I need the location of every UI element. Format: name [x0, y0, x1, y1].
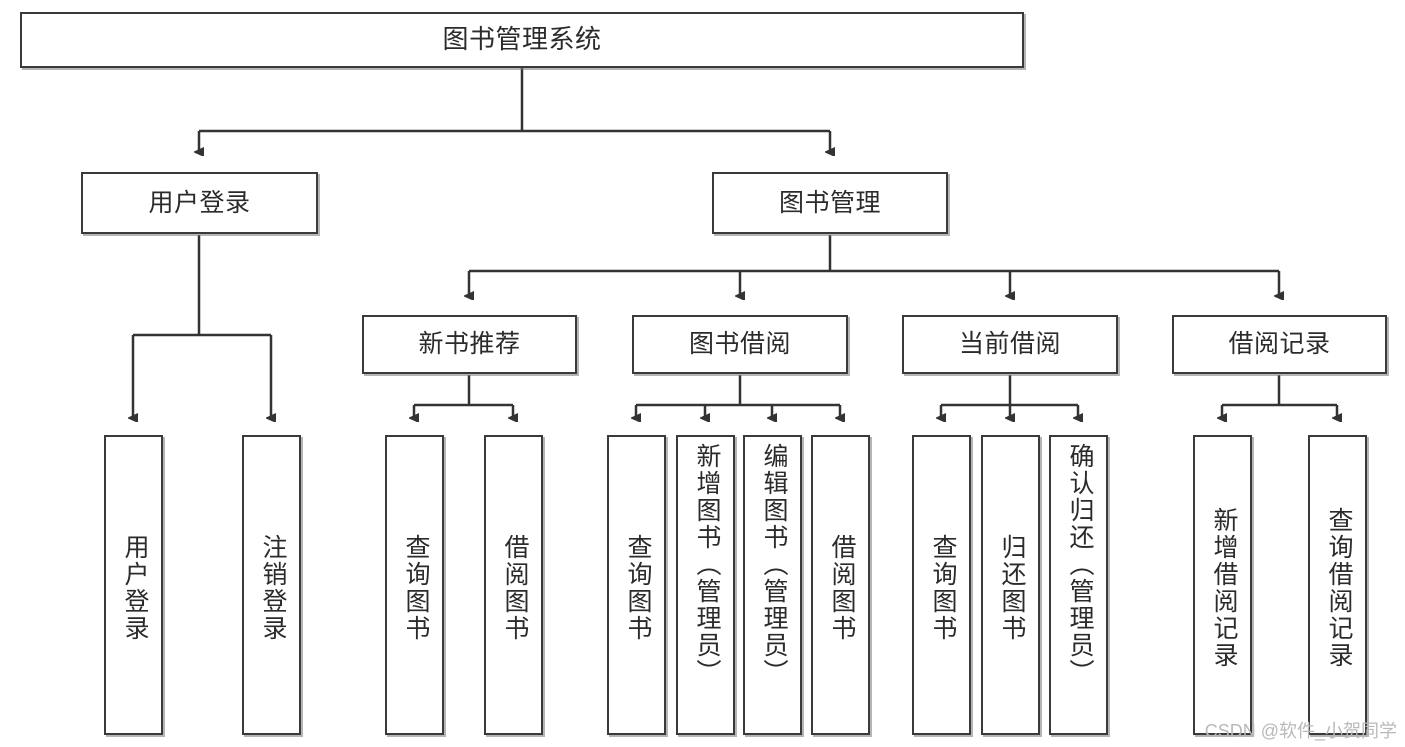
node-label: 用户登录 — [121, 534, 149, 642]
node-label: 查询图书 — [402, 534, 430, 642]
node-new-book-recommend[interactable]: 新书推荐 — [362, 315, 577, 374]
leaf-borrow-add-book-admin[interactable]: 新增图书（管理员） — [676, 435, 735, 735]
node-current-borrow[interactable]: 当前借阅 — [902, 315, 1118, 374]
node-root-system[interactable]: 图书管理系统 — [20, 12, 1024, 68]
node-label: 借阅记录 — [1228, 330, 1331, 359]
leaf-user-login-signout[interactable]: 注销登录 — [242, 435, 301, 735]
node-label: 图书管理系统 — [442, 24, 602, 55]
node-label: 当前借阅 — [958, 330, 1061, 359]
node-label: 编辑图书（管理员） — [760, 443, 788, 686]
node-user-login[interactable]: 用户登录 — [81, 172, 318, 234]
leaf-current-return-book[interactable]: 归还图书 — [981, 435, 1040, 735]
leaf-new-book-query[interactable]: 查询图书 — [385, 435, 444, 735]
node-label: 用户登录 — [148, 188, 251, 217]
node-borrow-record[interactable]: 借阅记录 — [1172, 315, 1387, 374]
node-label: 借阅图书 — [501, 534, 529, 642]
leaf-borrow-query-book[interactable]: 查询图书 — [607, 435, 666, 735]
node-label: 查询图书 — [929, 534, 957, 642]
leaf-new-book-borrow[interactable]: 借阅图书 — [484, 435, 543, 735]
leaf-record-query-record[interactable]: 查询借阅记录 — [1308, 435, 1367, 735]
leaf-user-login-signin[interactable]: 用户登录 — [104, 435, 163, 735]
node-book-management[interactable]: 图书管理 — [712, 172, 948, 234]
leaf-record-add-record[interactable]: 新增借阅记录 — [1193, 435, 1252, 735]
node-label: 新增图书（管理员） — [693, 443, 721, 686]
leaf-borrow-borrow-book[interactable]: 借阅图书 — [811, 435, 870, 735]
node-label: 图书借阅 — [688, 330, 791, 359]
node-label: 查询图书 — [624, 534, 652, 642]
node-label: 查询借阅记录 — [1325, 507, 1353, 669]
leaf-current-query-book[interactable]: 查询图书 — [912, 435, 971, 735]
leaf-current-confirm-return-admin[interactable]: 确认归还（管理员） — [1049, 435, 1108, 735]
node-label: 借阅图书 — [828, 534, 856, 642]
node-label: 确认归还（管理员） — [1066, 443, 1094, 686]
node-label: 图书管理 — [778, 188, 881, 217]
node-label: 新书推荐 — [418, 330, 521, 359]
node-label: 注销登录 — [259, 534, 287, 642]
node-label: 新增借阅记录 — [1210, 507, 1238, 669]
node-label: 归还图书 — [998, 534, 1026, 642]
leaf-borrow-edit-book-admin[interactable]: 编辑图书（管理员） — [743, 435, 802, 735]
node-book-borrow[interactable]: 图书借阅 — [632, 315, 848, 374]
